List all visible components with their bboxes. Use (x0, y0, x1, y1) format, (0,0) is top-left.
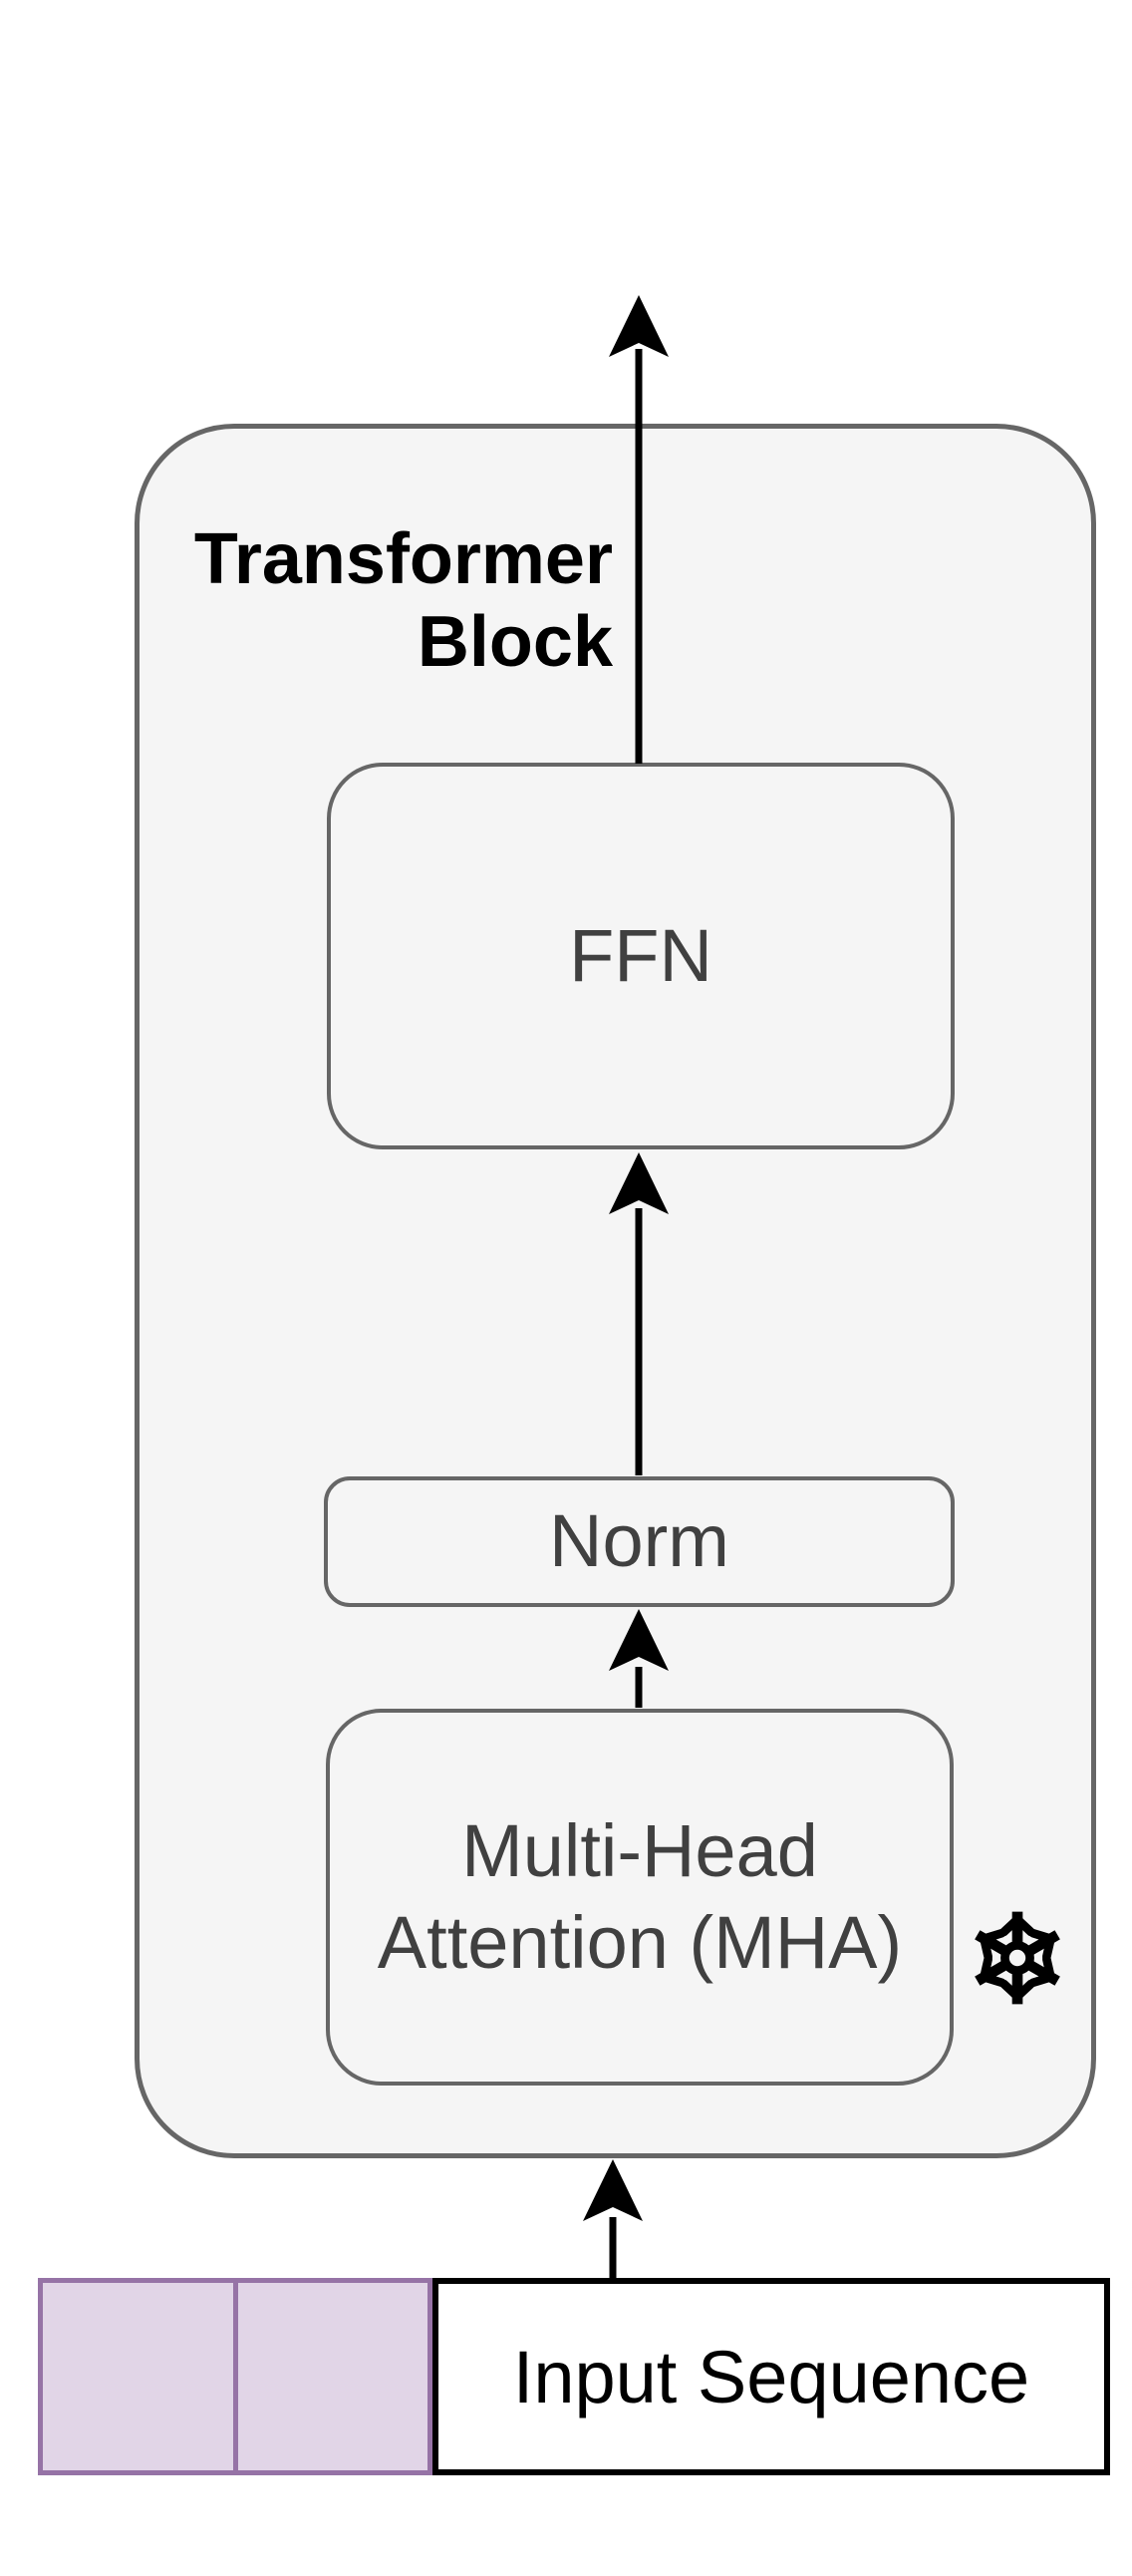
input-sequence-label: Input Sequence (512, 2335, 1030, 2418)
snowflake-center-ring (1000, 1941, 1034, 1975)
arrow-input-to-block (583, 2159, 643, 2279)
transformer-block-container: Transformer Block FFN Norm Multi-Head At… (135, 424, 1096, 2158)
transformer-block-label: Transformer Block (193, 519, 613, 682)
arrow-head (583, 2159, 643, 2221)
node-norm: Norm (324, 1476, 955, 1607)
ffn-label: FFN (569, 913, 712, 997)
input-sequence-box: Input Sequence (432, 2278, 1110, 2475)
node-ffn: FFN (327, 763, 955, 1149)
sequence-cell-1 (38, 2278, 238, 2475)
norm-label: Norm (549, 1499, 729, 1583)
snowflake-arms (975, 1911, 1060, 2005)
sequence-cell-2 (232, 2278, 432, 2475)
arrow-head (609, 295, 669, 357)
node-mha: Multi-Head Attention (MHA) (326, 1709, 954, 2086)
sequence-cells (38, 2278, 432, 2475)
snowflake-icon (975, 1911, 1060, 2005)
mha-label: Multi-Head Attention (MHA) (377, 1808, 903, 1985)
